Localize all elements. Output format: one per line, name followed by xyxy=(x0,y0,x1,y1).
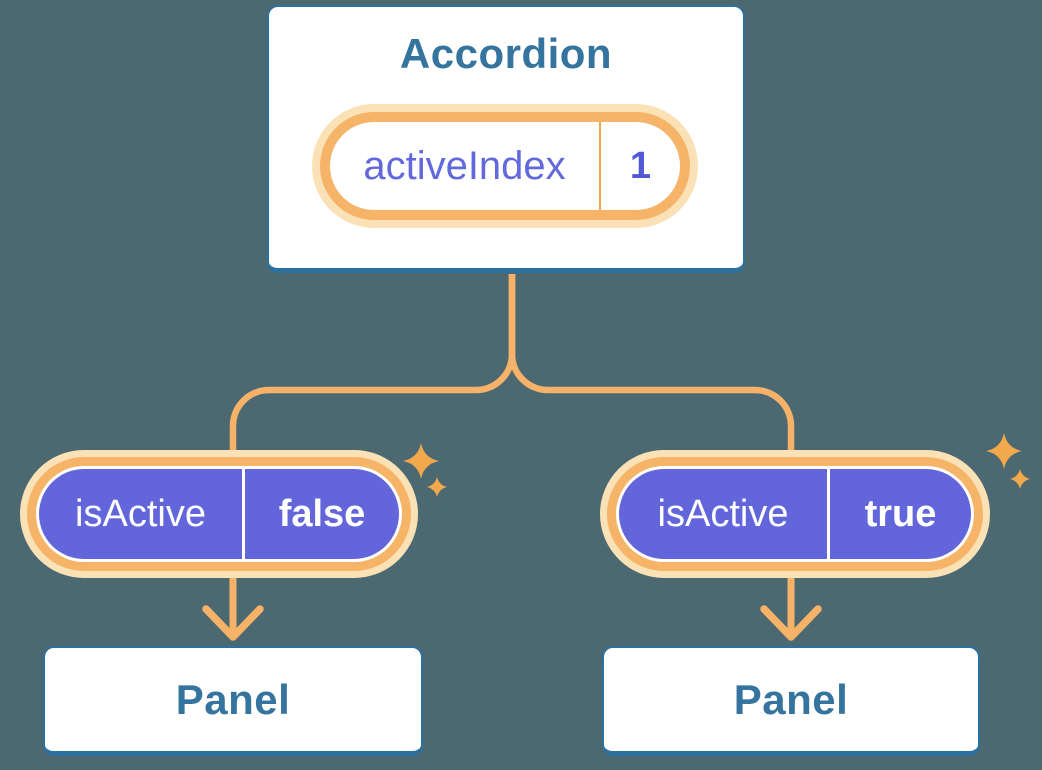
prop-pill-body: isActive true xyxy=(619,469,971,559)
state-value: 1 xyxy=(629,144,652,187)
state-name: activeIndex xyxy=(363,143,566,188)
prop-name: isActive xyxy=(75,492,206,535)
prop-pill-isactive-true: isActive true xyxy=(600,450,990,578)
prop-pill-isactive-false: isActive false xyxy=(20,450,418,578)
pill-divider xyxy=(599,122,601,210)
state-pill-ring: activeIndex 1 xyxy=(320,112,690,220)
prop-pill-body: isActive false xyxy=(39,469,399,559)
pill-divider xyxy=(827,469,830,559)
prop-value: true xyxy=(864,492,937,535)
prop-name: isActive xyxy=(657,492,789,535)
prop-pill-ring: isActive true xyxy=(607,457,983,571)
panel-card-left: Panel xyxy=(43,646,423,756)
prop-pill-outline: isActive true xyxy=(616,466,974,562)
state-pill-body: activeIndex 1 xyxy=(330,122,680,210)
prop-pill-outline: isActive false xyxy=(36,466,402,562)
fork-connector-right xyxy=(508,274,795,452)
panel-label: Panel xyxy=(733,675,849,723)
state-pill-activeindex: activeIndex 1 xyxy=(312,104,698,228)
arrow-down-icon xyxy=(760,573,822,641)
panel-card-right: Panel xyxy=(602,646,980,756)
arrow-down-icon xyxy=(202,573,264,641)
sparkle-icon-large xyxy=(986,433,1022,469)
sparkle-icon-large xyxy=(403,443,439,479)
prop-pill-ring: isActive false xyxy=(27,457,411,571)
accordion-title: Accordion xyxy=(399,30,613,77)
sparkle-icon-small xyxy=(1010,469,1030,489)
sparkle-icon-small xyxy=(427,477,447,497)
prop-value: false xyxy=(278,492,366,535)
pill-divider xyxy=(242,469,245,559)
panel-label: Panel xyxy=(175,675,291,723)
fork-connector-left xyxy=(229,274,516,452)
